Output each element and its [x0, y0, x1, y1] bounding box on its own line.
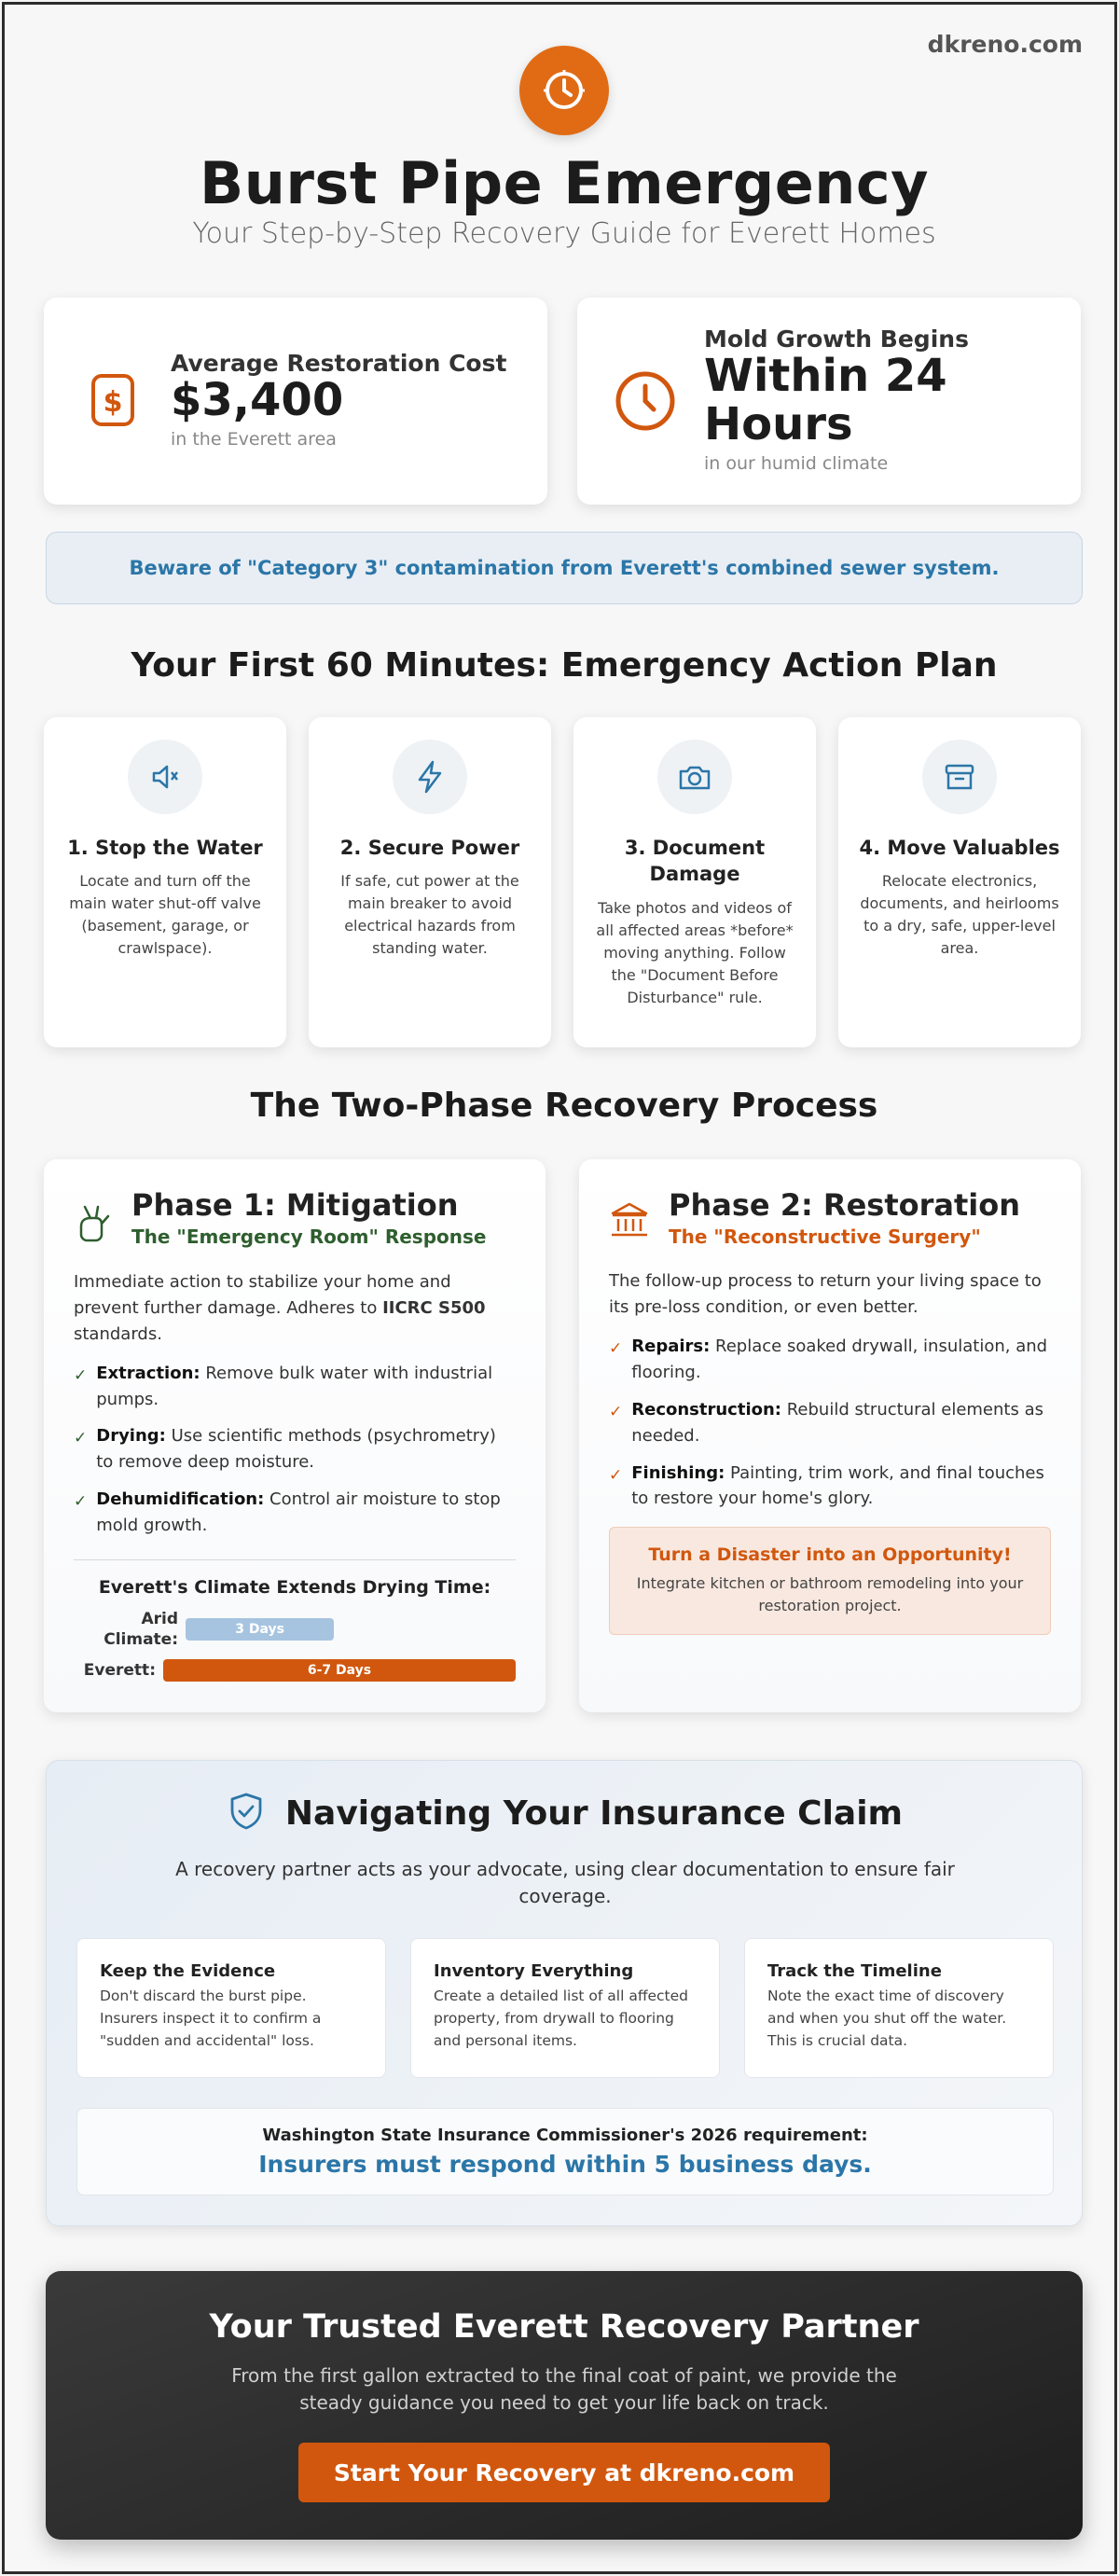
requirement-value: Insurers must respond within 5 business … [258, 2151, 872, 2178]
callout-text: Integrate kitchen or bathroom remodeling… [636, 1574, 1024, 1615]
tip-card: Inventory Everything Create a detailed l… [410, 1938, 720, 2078]
step-title: 4. Move Valuables [859, 837, 1060, 859]
footer-cta-section: Your Trusted Everett Recovery Partner Fr… [46, 2271, 1083, 2540]
phase-2-card: Phase 2: Restoration The "Reconstructive… [579, 1159, 1081, 1712]
check-icon: ✓ [74, 1429, 88, 1448]
check-icon: ✓ [74, 1492, 88, 1512]
step-title: 1. Stop the Water [67, 837, 263, 859]
tip-text: Don't discard the burst pipe. Insurers i… [100, 1987, 322, 2050]
check-icon: ✓ [74, 1365, 88, 1385]
list-item: ✓ Finishing: Painting, trim work, and fi… [609, 1461, 1051, 1513]
hand-icon [74, 1202, 113, 1249]
tip-title: Track the Timeline [767, 1961, 942, 1981]
list-item: ✓ Drying: Use scientific methods (psychr… [74, 1423, 516, 1475]
building-icon [609, 1200, 650, 1243]
check-icon: ✓ [609, 1338, 623, 1358]
list-item: ✓ Reconstruction: Rebuild structural ele… [609, 1397, 1051, 1449]
phase-subtitle: The "Reconstructive Surgery" [669, 1226, 981, 1249]
standard-name: IICRC S500 [382, 1297, 486, 1318]
tip-title: Inventory Everything [434, 1961, 634, 1981]
requirement-box: Washington State Insurance Commissioner'… [76, 2108, 1054, 2195]
camera-icon [657, 740, 732, 814]
clock-logo-icon [519, 46, 609, 135]
phase-title: Phase 1: Mitigation [131, 1187, 459, 1223]
bar-row: Everett: 6-7 Days [74, 1659, 516, 1683]
warning-banner: Beware of "Category 3" contamination fro… [46, 532, 1083, 604]
bar-everett: 6-7 Days [163, 1659, 516, 1683]
phase-1-card: Phase 1: Mitigation The "Emergency Room"… [44, 1159, 546, 1712]
list-item: ✓ Extraction: Remove bulk water with ind… [74, 1361, 516, 1413]
step-text: If safe, cut power at the main breaker t… [340, 872, 519, 958]
water-off-icon [128, 740, 202, 814]
step-card: 1. Stop the Water Locate and turn off th… [44, 717, 286, 1047]
recovery-title: The Two-Phase Recovery Process [250, 1087, 878, 1125]
requirement-label: Washington State Insurance Commissioner'… [262, 2126, 868, 2145]
step-text: Take photos and videos of all affected a… [596, 898, 794, 1006]
dollar-icon: $ [85, 372, 141, 432]
opportunity-callout: Turn a Disaster into an Opportunity! Int… [609, 1527, 1051, 1636]
insurance-section: Navigating Your Insurance Claim A recove… [46, 1760, 1083, 2226]
page-subtitle: Your Step-by-Step Recovery Guide for Eve… [192, 217, 936, 250]
phase-intro: The follow-up process to return your liv… [609, 1271, 1042, 1318]
insurance-title: Navigating Your Insurance Claim [284, 1794, 904, 1833]
start-recovery-button[interactable]: Start Your Recovery at dkreno.com [298, 2443, 830, 2502]
stat-label: Average Restoration Cost [171, 350, 507, 377]
bar-label: Everett: [83, 1661, 156, 1681]
divider [74, 1559, 516, 1561]
clock-icon [613, 368, 678, 437]
stat-card-mold: Mold Growth Begins Within 24 Hours in ou… [577, 298, 1081, 505]
list-item: ✓ Dehumidification: Control air moisture… [74, 1487, 516, 1539]
stat-note: in our humid climate [704, 452, 889, 474]
step-text: Locate and turn off the main water shut-… [69, 872, 261, 958]
lightning-icon [393, 740, 467, 814]
tip-text: Create a detailed list of all affected p… [434, 1987, 689, 2050]
footer-text: From the first gallon extracted to the f… [231, 2364, 897, 2414]
tip-title: Keep the Evidence [100, 1961, 276, 1981]
shield-check-icon [226, 1791, 267, 1835]
step-card: 3. Document Damage Take photos and video… [573, 717, 816, 1047]
step-title: 2. Secure Power [339, 837, 520, 859]
list-item: ✓ Repairs: Replace soaked drywall, insul… [609, 1334, 1051, 1386]
tip-card: Keep the Evidence Don't discard the burs… [76, 1938, 386, 2078]
bar-row: Arid Climate: 3 Days [74, 1609, 516, 1650]
brand-name[interactable]: dkreno.com [927, 31, 1083, 58]
tip-text: Note the exact time of discovery and whe… [767, 1987, 1007, 2050]
bar-label: Arid Climate: [104, 1610, 178, 1650]
climate-chart-title: Everett's Climate Extends Drying Time: [98, 1577, 491, 1599]
callout-title: Turn a Disaster into an Opportunity! [648, 1544, 1012, 1566]
step-title: 3. Document Damage [624, 837, 766, 886]
step-text: Relocate electronics, documents, and hei… [860, 872, 1059, 958]
bar-arid: 3 Days [186, 1618, 335, 1641]
check-icon: ✓ [609, 1465, 623, 1485]
step-card: 4. Move Valuables Relocate electronics, … [838, 717, 1081, 1047]
phase-subtitle: The "Emergency Room" Response [131, 1226, 487, 1249]
tip-card: Track the Timeline Note the exact time o… [744, 1938, 1054, 2078]
step-card: 2. Secure Power If safe, cut power at th… [309, 717, 551, 1047]
phase-intro: Immediate action to stabilize your home … [74, 1272, 486, 1344]
check-icon: ✓ [609, 1402, 623, 1421]
stat-note: in the Everett area [171, 428, 337, 450]
stat-value: Within 24 Hours [704, 350, 947, 450]
action-plan-title: Your First 60 Minutes: Emergency Action … [131, 646, 998, 685]
insurance-intro: A recovery partner acts as your advocate… [175, 1858, 955, 1907]
svg-text:$: $ [104, 386, 123, 419]
archive-icon [922, 740, 997, 814]
stat-value: $3,400 [171, 374, 344, 426]
stat-label: Mold Growth Begins [704, 325, 969, 353]
phase-title: Phase 2: Restoration [669, 1187, 1020, 1223]
stat-card-cost: $ Average Restoration Cost $3,400 in the… [44, 298, 547, 505]
footer-title: Your Trusted Everett Recovery Partner [209, 2308, 919, 2346]
page-title: Burst Pipe Emergency [199, 149, 930, 217]
